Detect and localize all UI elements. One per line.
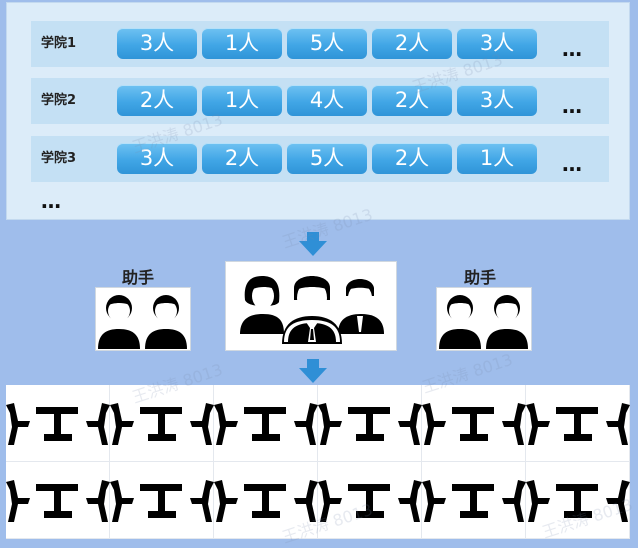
desk-icon bbox=[318, 403, 422, 445]
desk-icon bbox=[422, 480, 526, 522]
count-pill: 1人 bbox=[457, 143, 537, 174]
row-more: … bbox=[562, 37, 583, 61]
desk-icon bbox=[110, 480, 214, 522]
desk-chair-set bbox=[318, 462, 422, 539]
desk-chair-set bbox=[526, 385, 630, 462]
assistants-left bbox=[95, 287, 191, 351]
arrow-down-icon bbox=[299, 359, 327, 383]
count-pill: 2人 bbox=[117, 85, 197, 116]
more-rows: … bbox=[41, 189, 62, 213]
row-more: … bbox=[562, 94, 583, 118]
count-pill: 3人 bbox=[457, 28, 537, 59]
desk-icon bbox=[318, 480, 422, 522]
count-pill: 2人 bbox=[202, 143, 282, 174]
count-pill: 5人 bbox=[287, 143, 367, 174]
desk-chair-set bbox=[526, 462, 630, 539]
classroom-desks bbox=[6, 385, 630, 539]
assistant-label-left: 助手 bbox=[121, 268, 154, 287]
desk-chair-set bbox=[110, 385, 214, 462]
desk-chair-set bbox=[214, 462, 318, 539]
school-label: 学院2 bbox=[41, 93, 77, 108]
school-row: 学院3 3人 2人 5人 2人 1人 … bbox=[31, 136, 609, 182]
teacher-group-icon bbox=[240, 276, 384, 344]
school-panel: 学院1 3人 1人 5人 2人 3人 … 学院2 2人 1人 4人 2人 3人 … bbox=[6, 2, 630, 220]
school-row: 学院1 3人 1人 5人 2人 3人 … bbox=[31, 21, 609, 67]
desk-chair-set bbox=[422, 462, 526, 539]
arrow-down-icon bbox=[299, 232, 327, 256]
desk-icon bbox=[422, 403, 526, 445]
count-pill: 2人 bbox=[372, 85, 452, 116]
desk-chair-set bbox=[422, 385, 526, 462]
count-pill: 3人 bbox=[117, 143, 197, 174]
count-pill: 3人 bbox=[117, 28, 197, 59]
school-label: 学院1 bbox=[41, 36, 77, 51]
person-icon bbox=[98, 295, 187, 349]
desk-icon bbox=[214, 480, 318, 522]
desk-icon bbox=[526, 480, 630, 522]
desk-icon bbox=[526, 403, 630, 445]
desk-chair-set bbox=[318, 385, 422, 462]
row-more: … bbox=[562, 152, 583, 176]
count-pill: 1人 bbox=[202, 85, 282, 116]
count-pill: 3人 bbox=[457, 85, 537, 116]
desk-chair-set bbox=[214, 385, 318, 462]
count-pill: 2人 bbox=[372, 28, 452, 59]
desk-chair-set bbox=[110, 462, 214, 539]
desk-icon bbox=[214, 403, 318, 445]
count-pill: 4人 bbox=[287, 85, 367, 116]
school-row: 学院2 2人 1人 4人 2人 3人 … bbox=[31, 78, 609, 124]
desk-icon bbox=[6, 403, 110, 445]
desk-chair-set bbox=[6, 462, 110, 539]
desk-icon bbox=[110, 403, 214, 445]
school-label: 学院3 bbox=[41, 151, 77, 166]
assistants-right bbox=[436, 287, 532, 351]
count-pill: 2人 bbox=[372, 143, 452, 174]
assistant-label-right: 助手 bbox=[463, 268, 496, 287]
teachers-group bbox=[225, 261, 397, 351]
desk-icon bbox=[6, 480, 110, 522]
person-icon bbox=[439, 295, 528, 349]
count-pill: 1人 bbox=[202, 28, 282, 59]
count-pill: 5人 bbox=[287, 28, 367, 59]
desk-chair-set bbox=[6, 385, 110, 462]
